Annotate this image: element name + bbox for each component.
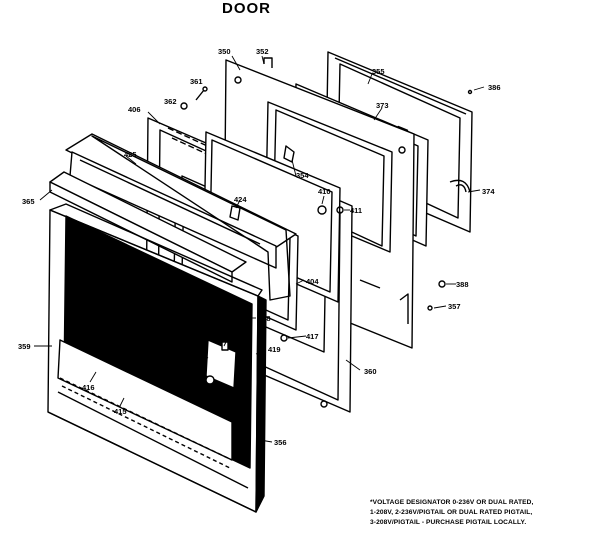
callout-357: 357 <box>448 302 461 311</box>
callout-417: 417 <box>306 332 319 341</box>
note-line-3: 3-208V/PIGTAIL - PURCHASE PIGTAIL LOCALL… <box>370 519 527 526</box>
screw-388 <box>438 280 446 288</box>
callout-354: 354 <box>296 171 309 180</box>
callout-356: 356 <box>274 438 287 447</box>
callout-415: 415 <box>114 407 127 416</box>
callout-416: 416 <box>82 383 95 392</box>
clip-410 <box>317 205 327 215</box>
callout-360: 360 <box>364 367 377 376</box>
callout-352: 352 <box>256 47 269 56</box>
part-425-top-trim <box>65 133 297 301</box>
callout-425: 425 <box>124 150 137 159</box>
screw-386 <box>467 89 473 95</box>
part-356-outer-door <box>47 203 267 513</box>
callout-424: 424 <box>234 195 247 204</box>
note-line-2: 1-208V, 2-236V/PIGTAIL OR DUAL RATED PIG… <box>370 509 533 516</box>
callout-374: 374 <box>482 187 495 196</box>
callout-350: 350 <box>218 47 231 56</box>
callout-358: 358 <box>188 351 201 360</box>
callout-408: 408 <box>258 314 271 323</box>
callout-365: 365 <box>22 197 35 206</box>
callout-361: 361 <box>190 77 203 86</box>
bracket-424 <box>229 205 241 221</box>
screw-361 <box>195 86 208 101</box>
screw-417 <box>280 334 288 342</box>
screw-408 <box>242 314 250 322</box>
callout-411: 411 <box>350 206 362 215</box>
callout-419: 419 <box>268 345 281 354</box>
clip-411 <box>336 206 344 214</box>
callout-404: 404 <box>306 277 319 286</box>
screw-357 <box>427 305 433 311</box>
callout-388: 388 <box>456 280 469 289</box>
washer-362 <box>180 102 188 110</box>
callout-355: 355 <box>372 67 385 76</box>
callout-373: 373 <box>376 101 389 110</box>
callout-362: 362 <box>164 97 177 106</box>
callout-406: 406 <box>128 105 141 114</box>
callout-422: 422 <box>216 331 229 340</box>
note-line-1: *VOLTAGE DESIGNATOR 0-236V OR DUAL RATED… <box>370 499 534 506</box>
callout-386: 386 <box>488 83 501 92</box>
page-title: DOOR <box>222 0 271 17</box>
callout-410: 410 <box>318 187 331 196</box>
callout-359: 359 <box>18 342 31 351</box>
voltage-note: *VOLTAGE DESIGNATOR 0-236V OR DUAL RATED… <box>370 498 606 528</box>
